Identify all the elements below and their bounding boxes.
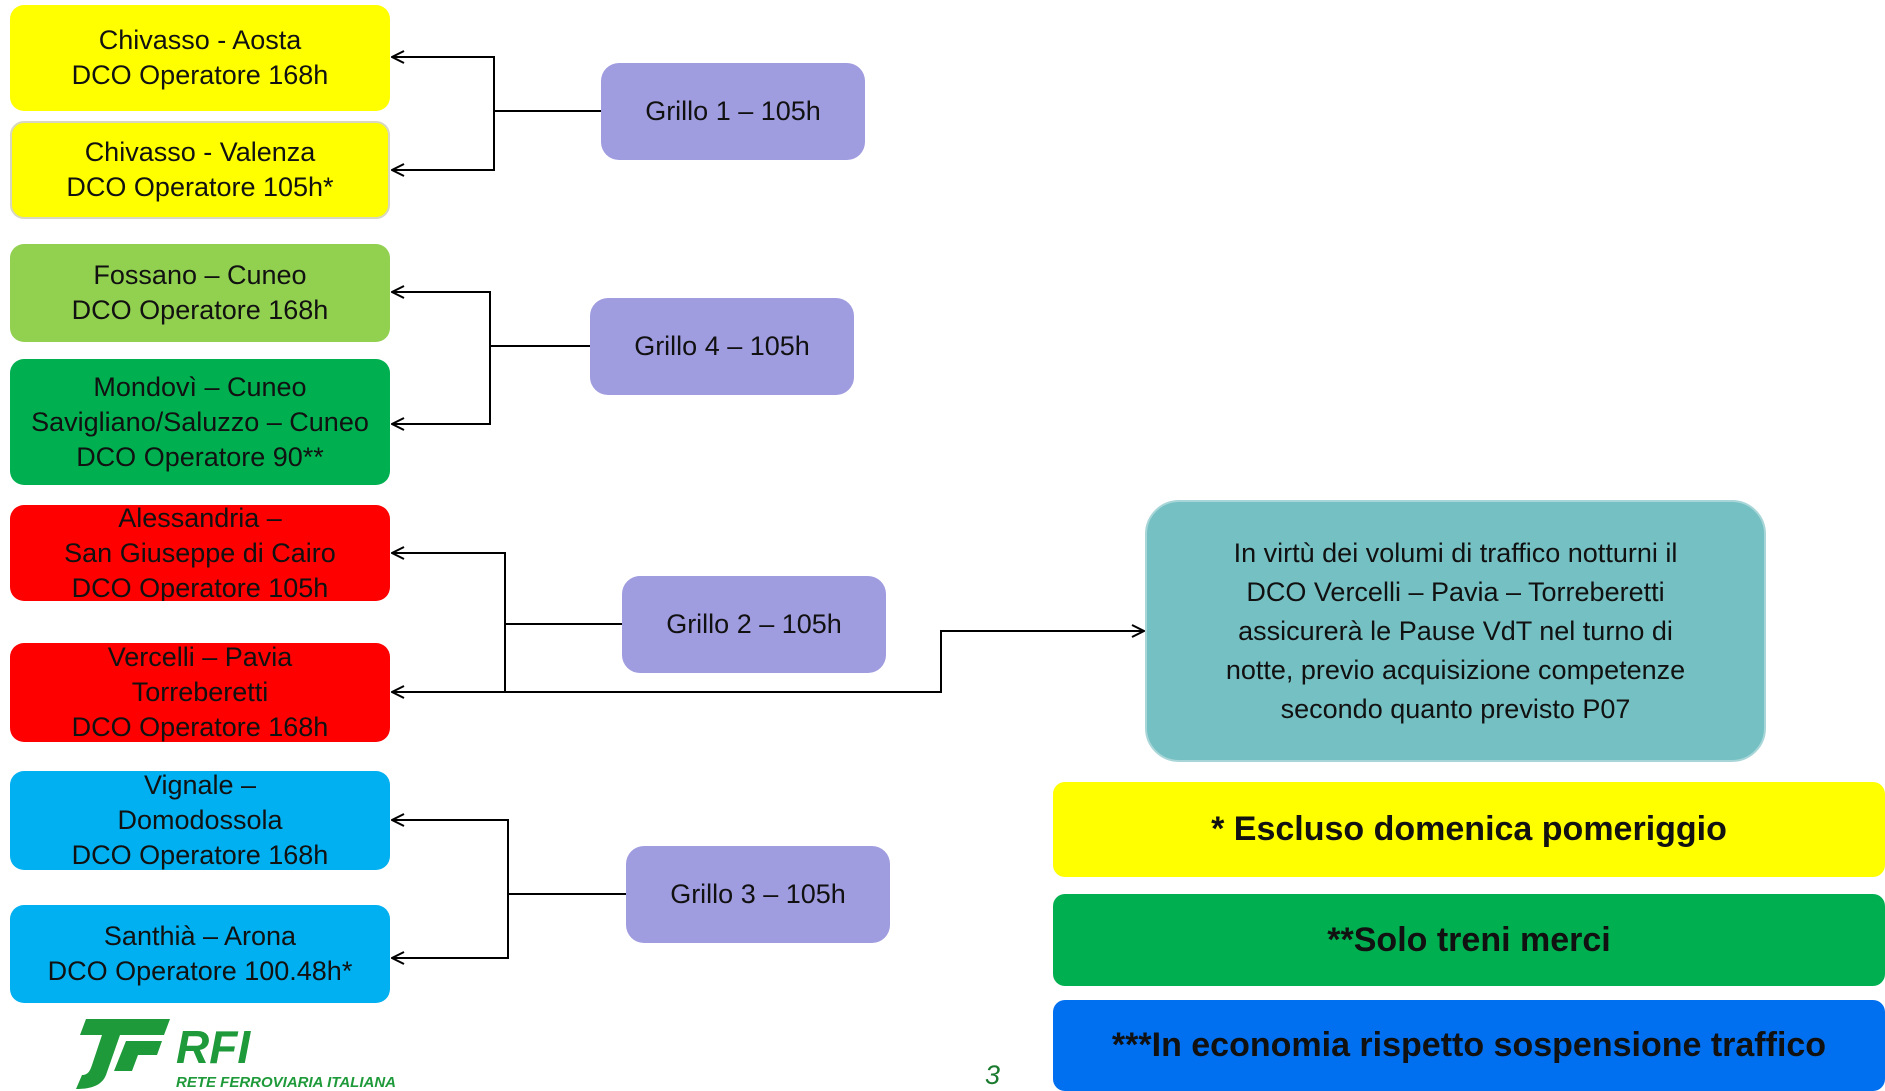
- legend-text: **Solo treni merci: [1327, 920, 1611, 959]
- legend-text: ***In economia rispetto sospensione traf…: [1111, 1026, 1827, 1064]
- connector-note: [505, 631, 1144, 693]
- connector-grillo-2-b: [392, 624, 506, 692]
- line-box-text: Domodossola: [117, 805, 283, 835]
- line-box-text: San Giuseppe di Cairo: [64, 537, 336, 568]
- grillo-1-box: Grillo 1 – 105h: [601, 63, 865, 160]
- note-text: notte, previo acquisizione competenze: [1225, 654, 1686, 685]
- line-box-text: Santhià – Arona: [103, 921, 297, 951]
- line-box-text: DCO Operatore 105h: [71, 572, 329, 602]
- connector-grillo-4: [392, 292, 590, 347]
- line-box-text: DCO Operatore 100.48h*: [47, 956, 353, 986]
- page-number: 3: [985, 1060, 1001, 1090]
- line-box-text: Savigliano/Saluzzo – Cuneo: [31, 406, 369, 437]
- line-box-vignale-domodossola: Vignale – Domodossola DCO Operatore 168h: [10, 771, 390, 870]
- note-box: In virtù dei volumi di traffico notturni…: [1145, 500, 1766, 762]
- connector-grillo-3-b: [392, 894, 509, 958]
- rfi-logo: RFI RETE FERROVIARIA ITALIANA: [76, 1019, 396, 1091]
- legend-escluso-domenica: * Escluso domenica pomeriggio: [1053, 782, 1885, 877]
- connector-grillo-2: [392, 553, 622, 625]
- line-box-mondovi-cuneo: Mondovì – Cuneo Savigliano/Saluzzo – Cun…: [10, 359, 390, 485]
- grillo-4-box: Grillo 4 – 105h: [590, 298, 854, 395]
- line-box-santhia-arona: Santhià – Arona DCO Operatore 100.48h*: [10, 905, 390, 1003]
- line-box-text: Chivasso - Aosta: [98, 25, 302, 55]
- note-text: assicurerà le Pause VdT nel turno di: [1238, 615, 1673, 646]
- note-text: DCO Vercelli – Pavia – Torreberetti: [1246, 576, 1665, 607]
- legend-in-economia: ***In economia rispetto sospensione traf…: [1053, 1000, 1885, 1091]
- grillo-label: Grillo 3 – 105h: [670, 879, 846, 909]
- grillo-label: Grillo 4 – 105h: [634, 331, 810, 361]
- connector-grillo-4-b: [392, 346, 491, 424]
- line-box-text: DCO Operatore 168h: [71, 840, 329, 870]
- line-box-fossano-cuneo: Fossano – Cuneo DCO Operatore 168h: [10, 244, 390, 342]
- line-box-text: Vignale –: [143, 771, 257, 800]
- line-box-text: Mondovì – Cuneo: [93, 371, 307, 402]
- line-box-text: DCO Operatore 90**: [76, 441, 324, 472]
- note-text: secondo quanto previsto P07: [1280, 693, 1631, 724]
- line-box-vercelli-pavia: Vercelli – Pavia Torreberetti DCO Operat…: [10, 643, 390, 742]
- grillo-2-box: Grillo 2 – 105h: [622, 576, 886, 673]
- grillo-label: Grillo 2 – 105h: [666, 609, 842, 639]
- line-box-text: Torreberetti: [131, 677, 269, 707]
- connector-grillo-1: [392, 57, 601, 112]
- grillo-label: Grillo 1 – 105h: [645, 96, 821, 126]
- logo-subtitle: RETE FERROVIARIA ITALIANA: [176, 1074, 396, 1091]
- line-box-chivasso-aosta: Chivasso - Aosta DCO Operatore 168h: [10, 5, 390, 111]
- line-box-text: Fossano – Cuneo: [93, 260, 307, 290]
- line-box-alessandria: Alessandria – San Giuseppe di Cairo DCO …: [10, 505, 390, 601]
- line-box-chivasso-valenza: Chivasso - Valenza DCO Operatore 105h*: [10, 121, 390, 219]
- legend-solo-treni-merci: **Solo treni merci: [1053, 894, 1885, 986]
- legend-text: * Escluso domenica pomeriggio: [1211, 810, 1727, 848]
- line-box-text: DCO Operatore 168h: [71, 60, 329, 90]
- line-box-text: Vercelli – Pavia: [107, 643, 293, 672]
- line-box-text: DCO Operatore 105h*: [66, 172, 334, 202]
- line-box-text: Alessandria –: [118, 505, 282, 533]
- logo-brand: RFI: [176, 1021, 251, 1073]
- line-box-text: DCO Operatore 168h: [71, 295, 329, 325]
- note-text: In virtù dei volumi di traffico notturni…: [1233, 537, 1678, 568]
- line-box-text: Chivasso - Valenza: [84, 137, 316, 167]
- connector-grillo-1-b: [392, 111, 495, 170]
- line-box-text: DCO Operatore 168h: [71, 712, 329, 742]
- grillo-3-box: Grillo 3 – 105h: [626, 846, 890, 943]
- connector-grillo-3: [392, 820, 626, 895]
